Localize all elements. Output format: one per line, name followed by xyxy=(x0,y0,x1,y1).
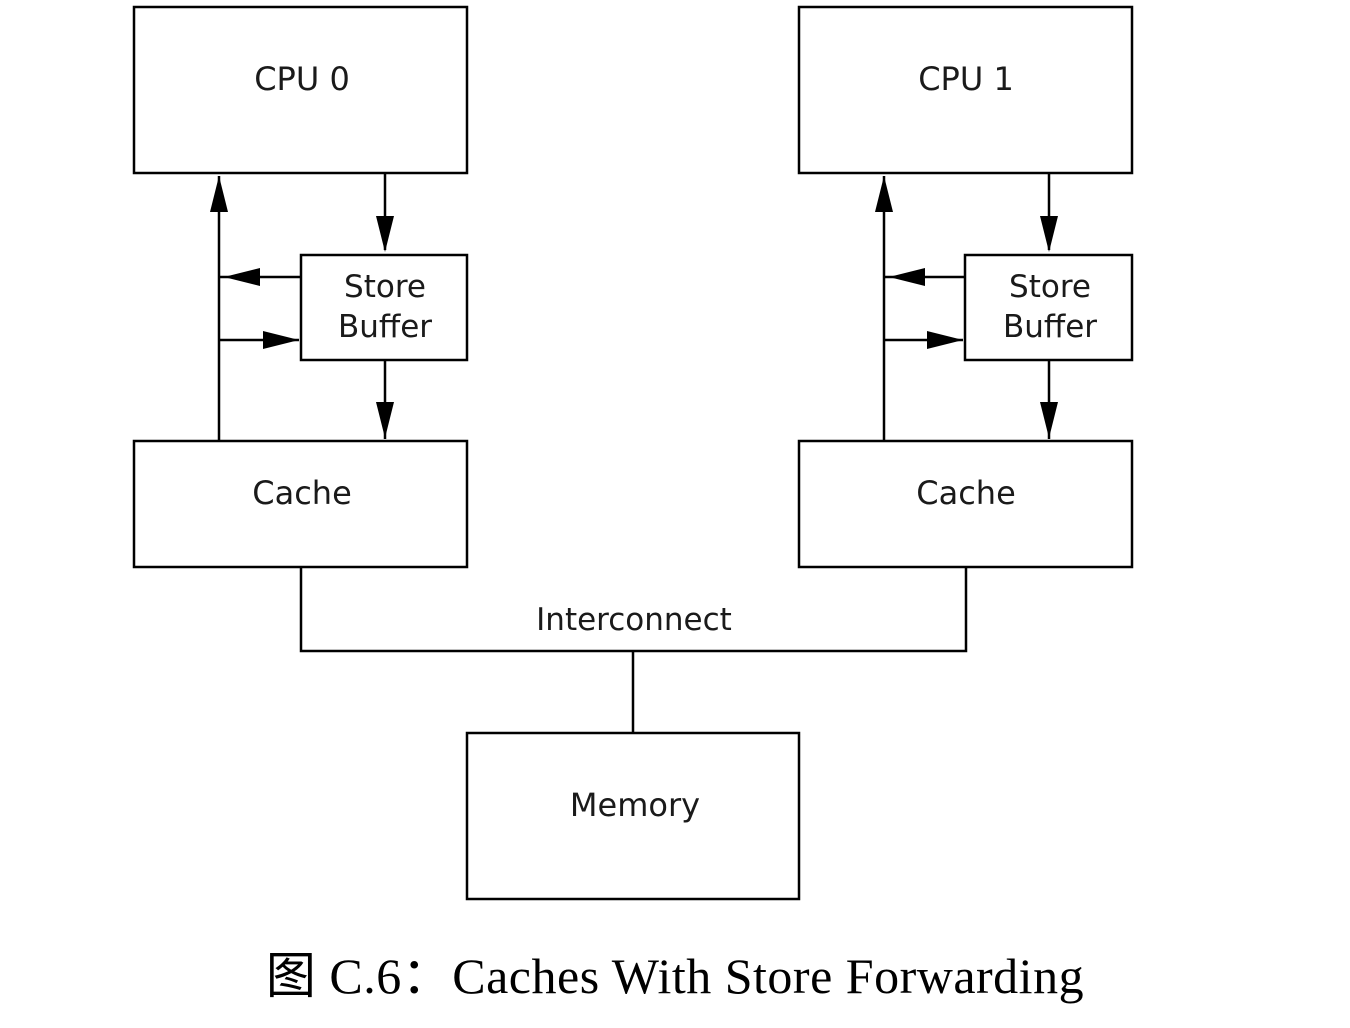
cache1-to-storebuffer1-arrow xyxy=(927,331,963,349)
interconnect-label: Interconnect xyxy=(536,602,732,638)
cpu0-label: CPU 0 xyxy=(254,60,350,98)
cpu0-to-storebuffer0-arrow xyxy=(376,216,394,252)
figure-caption-prefix: 图 C.6： xyxy=(265,948,453,1004)
cpu0-box xyxy=(132,5,469,175)
memory-box xyxy=(465,731,801,901)
storebuffer0-to-cache0-arrow xyxy=(376,402,394,438)
cache0-to-storebuffer0-arrow xyxy=(263,331,299,349)
storebuffer1-label-line1: Store xyxy=(1009,269,1091,305)
cache1-box xyxy=(797,439,1134,569)
figure-caption-text: Caches With Store Forwarding xyxy=(452,948,1085,1004)
architecture-diagram: CPU 0 Store Buffer Cache CPU 1 Stor xyxy=(132,5,1134,901)
storebuffer1-box xyxy=(963,253,1134,362)
cache1-to-cpu1-arrow xyxy=(875,176,893,212)
cache0-label: Cache xyxy=(252,474,352,512)
interconnect-group: Interconnect xyxy=(299,567,968,733)
memory-group: Memory xyxy=(465,731,801,901)
storebuffer0-label-line2: Buffer xyxy=(338,309,432,345)
cpu1-to-storebuffer1-arrow xyxy=(1040,216,1058,252)
cache0-box xyxy=(132,439,469,569)
cpu1-label: CPU 1 xyxy=(918,60,1014,98)
storebuffer1-forward-arrow xyxy=(889,268,925,286)
storebuffer0-forward-arrow xyxy=(224,268,260,286)
cache0-to-cpu0-arrow xyxy=(210,176,228,212)
storebuffer0-label-line1: Store xyxy=(344,269,426,305)
memory-label: Memory xyxy=(570,786,700,824)
cpu1-group: CPU 1 Store Buffer Cache xyxy=(797,5,1134,569)
storebuffer1-label-line2: Buffer xyxy=(1003,309,1097,345)
storebuffer1-to-cache1-arrow xyxy=(1040,402,1058,438)
cache1-label: Cache xyxy=(916,474,1016,512)
figure-caption: 图 C.6：Caches With Store Forwarding xyxy=(0,936,1350,1008)
cpu0-group: CPU 0 Store Buffer Cache xyxy=(132,5,469,569)
cpu1-box xyxy=(797,5,1134,175)
storebuffer0-box xyxy=(299,253,469,362)
